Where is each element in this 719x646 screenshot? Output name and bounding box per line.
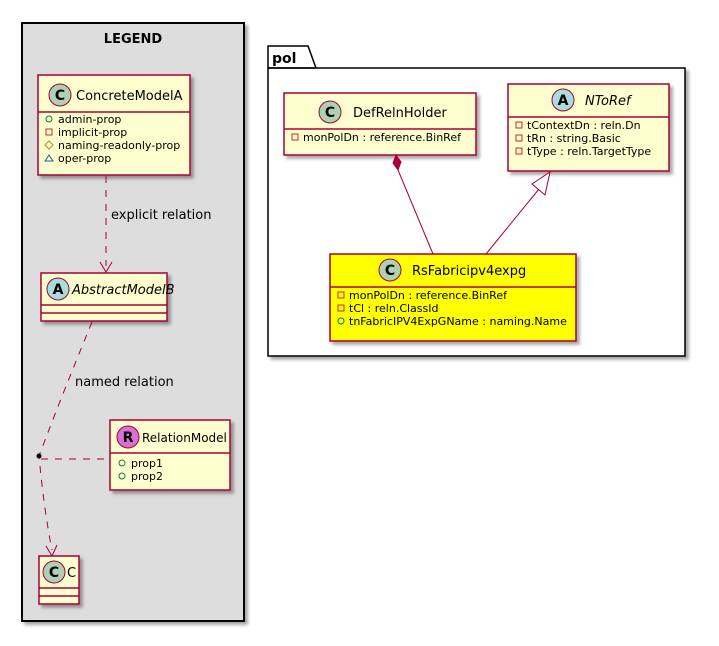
- class-relation-model[interactable]: R RelationModel prop1 prop2: [109, 419, 231, 491]
- class-stereotype-icon: [116, 425, 140, 449]
- attribute-prop2: prop2: [118, 470, 163, 483]
- attribute-tnfabricipv4expgname: tnFabricIPV4ExpGName : naming.Name: [337, 315, 567, 328]
- attribute-monpoldn: monPolDn : reference.BinRef: [291, 131, 462, 144]
- attribute-monpoldn: monPolDn : reference.BinRef: [337, 289, 508, 302]
- composition-diamond: [392, 153, 402, 172]
- class-stereotype-icon: [378, 258, 402, 282]
- relation-named: named relation: [36, 321, 174, 558]
- svg-text:tCl : reln.ClassId: tCl : reln.ClassId: [349, 302, 439, 315]
- class-stereotype-letter: C: [55, 88, 65, 104]
- svg-text:monPolDn : reference.BinRef: monPolDn : reference.BinRef: [349, 289, 508, 302]
- public-visibility-icon: [337, 317, 345, 325]
- class-name: AbstractModelB: [71, 283, 175, 298]
- svg-text:monPolDn : reference.BinRef: monPolDn : reference.BinRef: [303, 131, 462, 144]
- relation-inheritance: [485, 170, 551, 255]
- private-visibility-icon: [515, 121, 523, 129]
- svg-text:tType : reln.TargetType: tType : reln.TargetType: [527, 145, 651, 158]
- legend-title: LEGEND: [104, 32, 163, 47]
- class-stereotype-icon: [42, 560, 66, 584]
- class-c[interactable]: C C: [38, 555, 80, 605]
- public-visibility-icon: [45, 115, 53, 123]
- class-name: NToRef: [585, 94, 633, 109]
- attribute-naming-readonly-prop: naming-readonly-prop: [44, 139, 180, 152]
- private-visibility-icon: [291, 133, 299, 141]
- relation-composition: [392, 153, 434, 255]
- class-concrete-model-a[interactable]: C ConcreteModelA admin-prop implicit-pro…: [37, 74, 191, 176]
- class-def-reln-holder[interactable]: C DefRelnHolder monPolDn : reference.Bin…: [283, 92, 477, 156]
- svg-text:tnFabricIPV4ExpGName : naming.: tnFabricIPV4ExpGName : naming.Name: [349, 315, 567, 328]
- class-stereotype-letter: C: [49, 565, 59, 581]
- class-name: ConcreteModelA: [76, 89, 183, 104]
- attribute-implicit-prop: implicit-prop: [45, 126, 127, 139]
- class-stereotype-icon: [46, 277, 70, 301]
- attribute-tcontextdn: tContextDn : reln.Dn: [515, 119, 641, 132]
- class-stereotype-letter: R: [123, 430, 134, 446]
- attribute-prop1: prop1: [118, 457, 163, 470]
- svg-text:naming-readonly-prop: naming-readonly-prop: [58, 139, 180, 152]
- class-name: RelationModel: [142, 431, 227, 445]
- class-stereotype-icon: [318, 100, 342, 124]
- generalization-arrowhead: [531, 170, 551, 196]
- class-name: DefRelnHolder: [353, 106, 447, 121]
- svg-text:prop1: prop1: [131, 457, 163, 470]
- class-stereotype-icon: [48, 83, 72, 107]
- association-point: [36, 453, 42, 459]
- dependency-arrowhead: [99, 261, 113, 273]
- protected-visibility-icon: [44, 140, 54, 150]
- svg-text:tRn : string.Basic: tRn : string.Basic: [527, 132, 621, 145]
- private-visibility-icon: [337, 291, 345, 299]
- attribute-ttype: tType : reln.TargetType: [515, 145, 651, 158]
- svg-text:implicit-prop: implicit-prop: [58, 126, 127, 139]
- class-rs-fabric-ipv4-expg[interactable]: C RsFabricipv4expg monPolDn : reference.…: [329, 253, 577, 342]
- private-visibility-icon: [515, 147, 523, 155]
- attribute-admin-prop: admin-prop: [45, 113, 121, 126]
- private-visibility-icon: [515, 134, 523, 142]
- class-stereotype-icon: [551, 88, 575, 112]
- class-n-to-ref[interactable]: A NToRef tContextDn : reln.Dn tRn : stri…: [507, 83, 670, 172]
- class-stereotype-letter: A: [53, 282, 64, 298]
- class-stereotype-letter: C: [325, 105, 335, 121]
- class-stereotype-letter: A: [558, 93, 569, 109]
- svg-text:oper-prop: oper-prop: [58, 152, 111, 165]
- svg-text:admin-prop: admin-prop: [58, 113, 121, 126]
- package-tab: [267, 45, 317, 69]
- class-name: RsFabricipv4expg: [412, 264, 526, 279]
- attribute-tcl: tCl : reln.ClassId: [337, 302, 439, 315]
- relation-explicit: explicit relation: [99, 176, 211, 273]
- private-visibility-icon: [337, 304, 345, 312]
- private-visibility-icon: [45, 128, 53, 136]
- class-abstract-model-b[interactable]: A AbstractModelB: [40, 272, 175, 322]
- public-visibility-icon: [118, 459, 126, 467]
- package-visibility-icon: [44, 154, 54, 162]
- class-stereotype-letter: C: [385, 263, 395, 279]
- class-name: C: [67, 566, 76, 581]
- attribute-oper-prop: oper-prop: [44, 152, 111, 165]
- public-visibility-icon: [118, 472, 126, 480]
- relation-label-explicit: explicit relation: [111, 208, 211, 223]
- relation-label-named: named relation: [75, 375, 174, 390]
- svg-text:prop2: prop2: [131, 470, 163, 483]
- svg-text:tContextDn : reln.Dn: tContextDn : reln.Dn: [527, 119, 641, 132]
- package-name: pol: [272, 51, 296, 67]
- attribute-trn: tRn : string.Basic: [515, 132, 621, 145]
